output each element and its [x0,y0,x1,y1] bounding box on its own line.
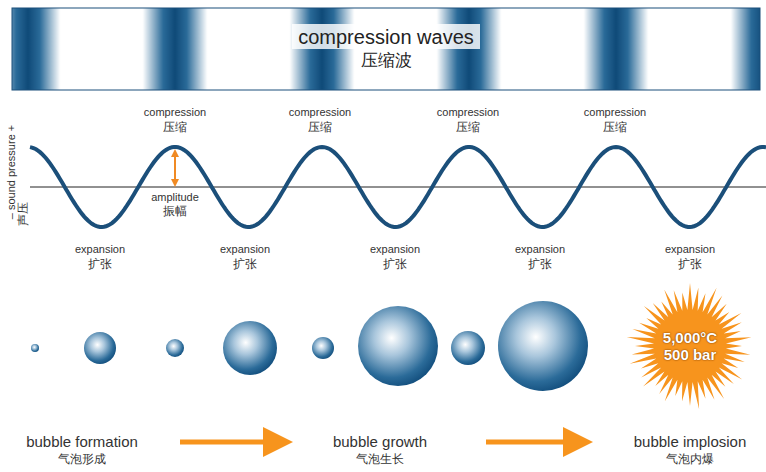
band-title: compression waves [292,24,480,49]
starburst-fill [627,283,752,409]
phase-label: compression [584,106,646,119]
burst-value: 5,000°C [663,329,717,346]
phase-label-zh: 扩张 [383,258,407,272]
axis-label-zh: 声压 [17,202,31,226]
phase-label: compression [437,106,499,119]
phase-label: compression [289,106,351,119]
phase-label-zh: 扩张 [528,258,552,272]
amplitude-arrow [174,153,176,183]
implosion-burst: 5,000°C500 bar [622,280,758,412]
stage-label-zh: 气泡形成 [58,453,106,467]
sine-wave [30,147,766,227]
phase-label: expansion [515,243,565,256]
phase-label: compression [144,106,206,119]
phase-label-zh: 扩张 [233,258,257,272]
phase-label: expansion [370,243,420,256]
stage-arrow [486,440,578,445]
phase-label-zh: 压缩 [456,121,480,135]
axis-label: – sound pressure + [5,125,18,219]
phase-label-zh: 压缩 [603,121,627,135]
stage-label-zh: 气泡生长 [356,453,404,467]
stage-label: bubble formation [26,433,138,450]
stage-arrow [180,440,278,445]
phase-label-zh: 扩张 [678,258,702,272]
phase-label-zh: 扩张 [88,258,112,272]
phase-label: expansion [220,243,270,256]
wave-band [12,8,760,90]
phase-label: expansion [75,243,125,256]
stage-label-zh: 气泡内爆 [666,453,714,467]
stage-label: bubble implosion [634,433,747,450]
phase-label-zh: 压缩 [163,121,187,135]
phase-label: expansion [665,243,715,256]
stage-label: bubble growth [333,433,427,450]
band-title: 压缩波 [355,49,418,74]
amplitude-label-zh: 振幅 [161,205,189,219]
amplitude-label: amplitude [149,191,201,204]
wave-band-node: compression waves压缩波 [12,8,760,90]
bubbles [31,301,588,391]
burst-value: 500 bar [664,346,717,363]
phase-label-zh: 压缩 [308,121,332,135]
